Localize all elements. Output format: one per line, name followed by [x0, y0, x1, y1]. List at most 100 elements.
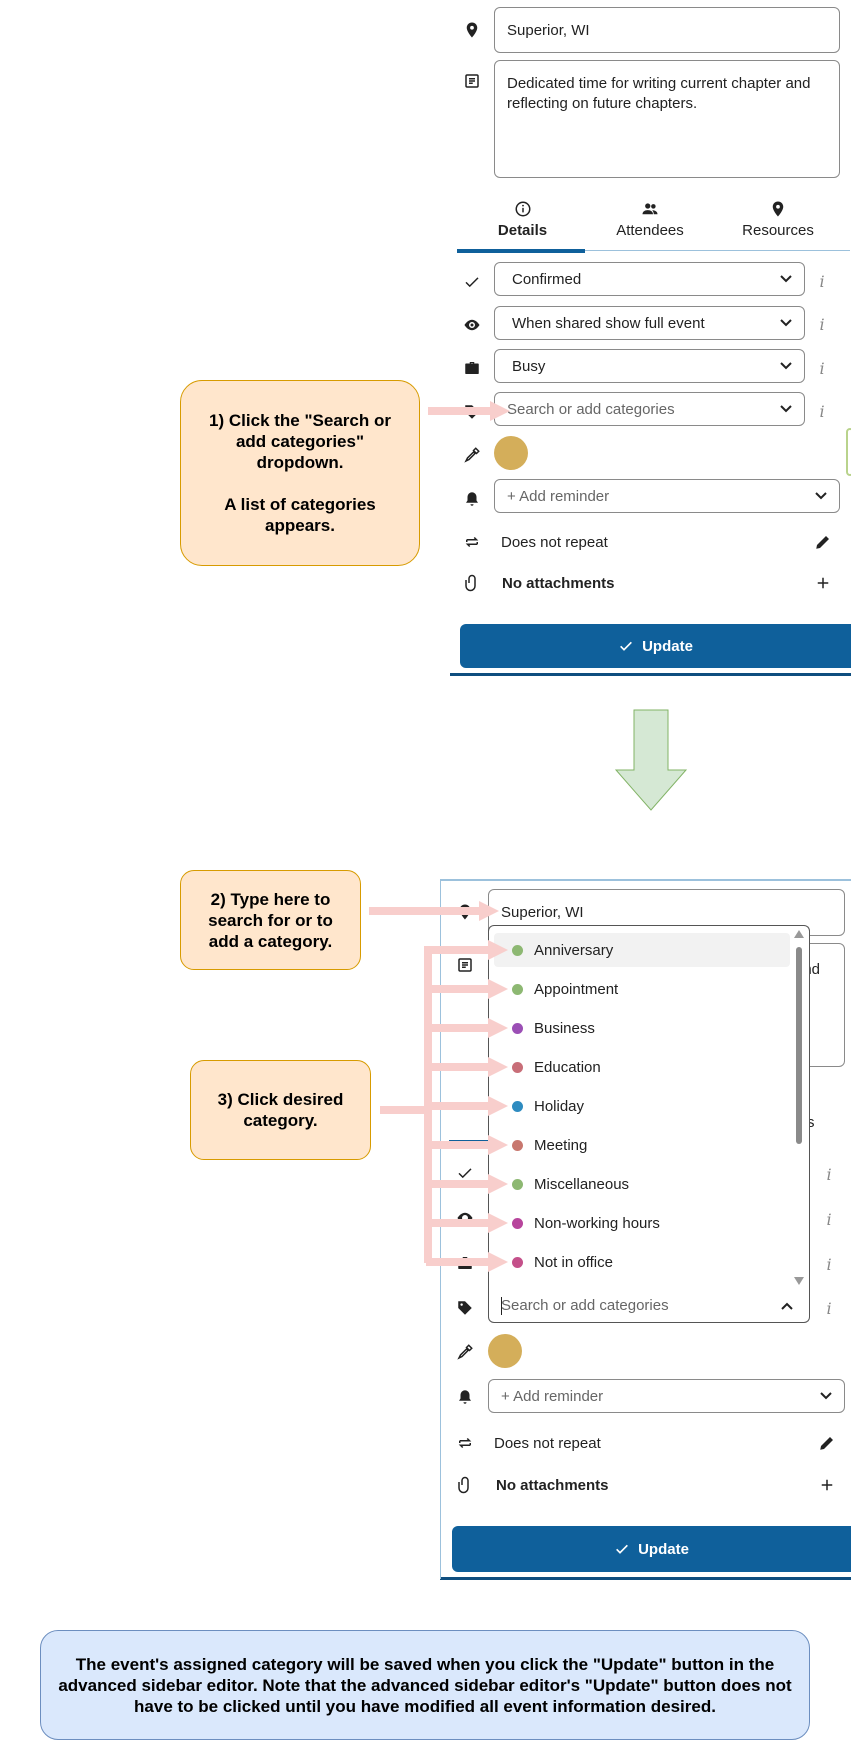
pencil-icon[interactable]: [816, 1432, 838, 1454]
category-color-dot: [512, 1061, 523, 1073]
category-option[interactable]: Appointment: [494, 972, 790, 1006]
category-option-label: Holiday: [534, 1097, 585, 1115]
category-option-label: Anniversary: [534, 941, 614, 959]
update-button[interactable]: Update: [460, 624, 851, 668]
people-icon: [642, 203, 658, 215]
callout-step3: 3) Click desired category.: [190, 1060, 371, 1160]
event-color-swatch[interactable]: [494, 436, 528, 470]
category-search-placeholder: Search or add categories: [501, 1297, 669, 1314]
pointer-arrow-head: [426, 979, 508, 999]
callout-step2-text: 2) Type here to search for or to add a c…: [208, 889, 333, 951]
tab-label-peek: s: [807, 1114, 815, 1131]
callout-step1: 1) Click the "Search or add categories" …: [180, 380, 420, 566]
tab-resources[interactable]: Resources: [728, 200, 828, 239]
tag-icon: [454, 1297, 476, 1319]
checkmark-icon: [616, 1544, 629, 1554]
reminder-label: + Add reminder: [507, 487, 610, 505]
pointer-arrow-head: [426, 1018, 508, 1038]
category-color-dot: [512, 1217, 523, 1229]
status-info-icon[interactable]: i: [819, 272, 825, 291]
eye-icon: [461, 314, 483, 336]
tab-active-indicator: [457, 249, 585, 253]
category-option[interactable]: Anniversary: [494, 933, 790, 967]
scroll-up-arrow-icon[interactable]: [794, 930, 804, 938]
category-search-input[interactable]: Search or add categories: [488, 1289, 810, 1323]
update-button-label: Update: [638, 1540, 689, 1558]
footer-note: The event's assigned category will be sa…: [40, 1630, 810, 1740]
bell-icon: [461, 488, 483, 510]
update-button[interactable]: Update: [452, 1526, 851, 1572]
visibility-info-icon[interactable]: i: [819, 315, 825, 334]
briefcase-icon: [461, 357, 483, 379]
dropdown-scrollbar[interactable]: [796, 947, 802, 1144]
reminder-select[interactable]: + Add reminder: [488, 1379, 845, 1413]
chevron-up-icon[interactable]: [781, 1302, 793, 1310]
category-color-dot: [512, 1256, 523, 1268]
category-option[interactable]: Non-working hours: [494, 1206, 790, 1240]
callout-step2: 2) Type here to search for or to add a c…: [180, 870, 361, 970]
plus-icon[interactable]: [812, 572, 834, 594]
pointer-arrow-head: [426, 1135, 508, 1155]
busy-select[interactable]: Busy: [494, 349, 805, 383]
location-field[interactable]: Superior, WI: [494, 7, 840, 53]
callout-step1-line2: A list of categories appears.: [224, 495, 376, 535]
category-option[interactable]: Meeting: [494, 1128, 790, 1162]
pointer-arrow-head: [426, 1252, 508, 1272]
category-option[interactable]: Holiday: [494, 1089, 790, 1123]
category-option[interactable]: Education: [494, 1050, 790, 1084]
pencil-icon[interactable]: [812, 531, 834, 553]
category-option[interactable]: Miscellaneous: [494, 1167, 790, 1201]
tab-resources-label: Resources: [742, 222, 814, 239]
repeat-label[interactable]: Does not repeat: [494, 1435, 601, 1452]
status-info-icon[interactable]: i: [826, 1165, 832, 1184]
repeat-icon: [454, 1432, 476, 1454]
paperclip-icon: [461, 572, 483, 594]
chevron-down-icon: [780, 275, 792, 283]
panel-top-border: [440, 879, 851, 881]
plus-icon[interactable]: [816, 1474, 838, 1496]
event-color-swatch[interactable]: [488, 1334, 522, 1368]
panel-bottom-border: [450, 673, 851, 676]
category-color-dot: [512, 944, 523, 956]
category-option[interactable]: Business: [494, 1011, 790, 1045]
category-color-dot: [512, 1100, 523, 1112]
busy-value: Busy: [512, 357, 546, 375]
info-icon: [515, 201, 530, 217]
eyedropper-icon: [461, 444, 483, 466]
tab-attendees-label: Attendees: [616, 222, 684, 239]
checkmark-icon: [461, 271, 483, 293]
busy-info-icon[interactable]: i: [819, 359, 825, 378]
visibility-select[interactable]: When shared show full event: [494, 306, 805, 340]
eyedropper-icon: [454, 1341, 476, 1363]
attachments-label: No attachments: [502, 575, 615, 592]
chevron-down-icon: [780, 319, 792, 327]
category-option-label: Education: [534, 1058, 601, 1076]
status-select[interactable]: Confirmed: [494, 262, 805, 296]
busy-info-icon[interactable]: i: [826, 1255, 832, 1274]
tab-details[interactable]: Details: [470, 200, 575, 239]
category-option-label: Business: [534, 1019, 595, 1037]
pointer-step3-stem: [380, 1106, 425, 1114]
text-cursor: [501, 1297, 502, 1315]
description-field[interactable]: Dedicated time for writing current chapt…: [494, 60, 840, 178]
category-color-dot: [512, 983, 523, 995]
category-info-icon[interactable]: i: [826, 1299, 832, 1318]
callout-step3-text: 3) Click desired category.: [217, 1090, 344, 1130]
category-option[interactable]: Not in office: [494, 1245, 790, 1279]
pointer-arrow-head: [426, 1057, 508, 1077]
visibility-value: When shared show full event: [512, 314, 705, 332]
green-edge-marker: [846, 428, 851, 476]
repeat-label[interactable]: Does not repeat: [501, 534, 608, 551]
pointer-arrow-step2: [369, 901, 499, 921]
tab-attendees[interactable]: Attendees: [600, 200, 700, 239]
category-info-icon[interactable]: i: [819, 402, 825, 421]
category-select[interactable]: Search or add categories: [494, 392, 805, 426]
chevron-down-icon: [815, 492, 827, 500]
category-option-label: Miscellaneous: [534, 1175, 630, 1193]
scroll-down-arrow-icon[interactable]: [794, 1277, 804, 1285]
category-dropdown-list[interactable]: [488, 925, 810, 1292]
reminder-select[interactable]: + Add reminder: [494, 479, 840, 513]
visibility-info-icon[interactable]: i: [826, 1210, 832, 1229]
paperclip-icon: [454, 1474, 476, 1496]
pointer-arrow-head: [426, 1174, 508, 1194]
